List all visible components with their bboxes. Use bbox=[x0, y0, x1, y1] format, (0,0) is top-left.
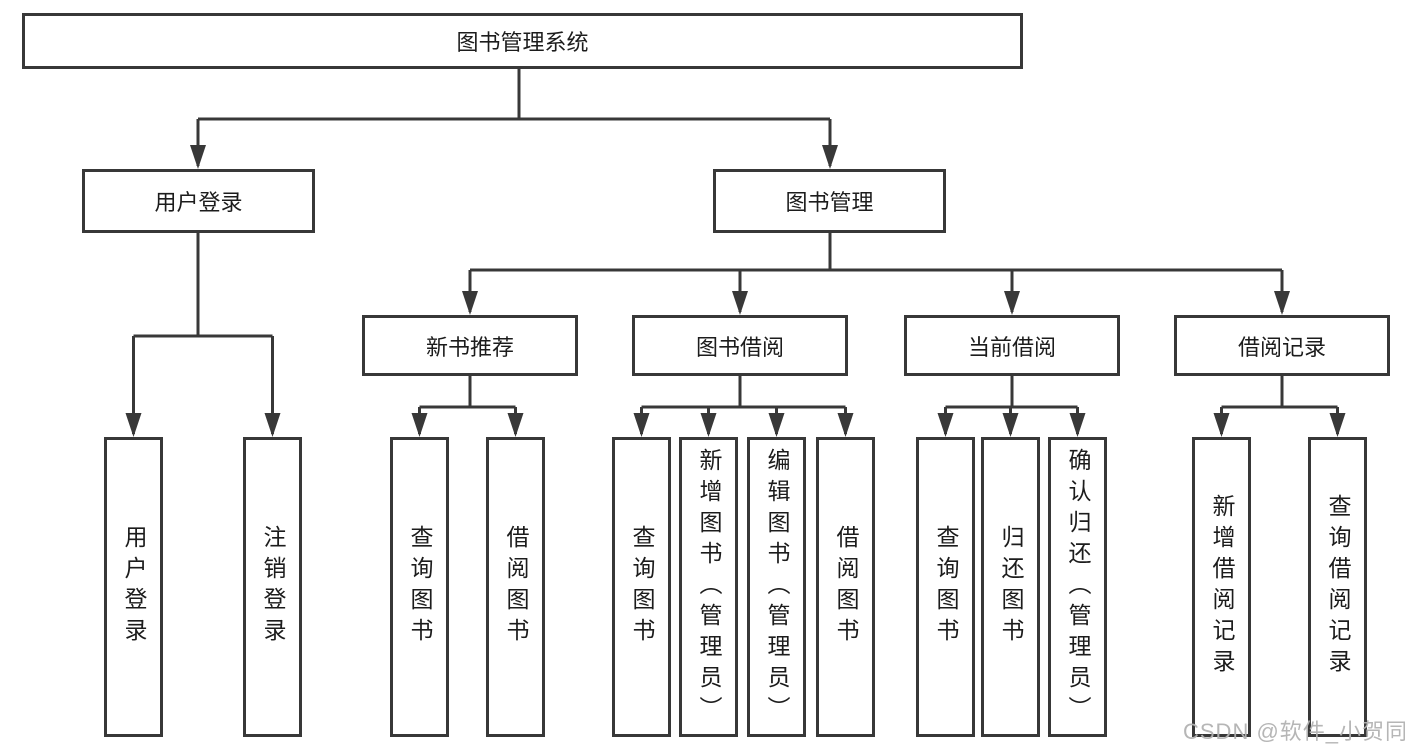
leaf-edit-book-admin: 编辑图书（管理员） bbox=[747, 437, 806, 737]
leaf-confirm-return-admin: 确认归还（管理员） bbox=[1048, 437, 1107, 737]
leaf-query-borrow-record: 查询借阅记录 bbox=[1308, 437, 1367, 737]
node-label: 图书管理系统 bbox=[456, 30, 589, 55]
leaf-borrow-book-recommend: 借阅图书 bbox=[486, 437, 545, 737]
node-label: 借阅图书 bbox=[833, 525, 859, 649]
arrow-down-icon bbox=[700, 413, 717, 437]
node-label: 用户登录 bbox=[154, 190, 243, 215]
node-label: 用户登录 bbox=[121, 525, 147, 649]
leaf-borrow-book: 借阅图书 bbox=[816, 437, 875, 737]
arrow-down-icon bbox=[1274, 291, 1290, 315]
leaf-return-book: 归还图书 bbox=[981, 437, 1040, 737]
node-new-book-recommend: 新书推荐 bbox=[362, 315, 578, 376]
node-borrow-records: 借阅记录 bbox=[1174, 315, 1390, 376]
node-current-borrow: 当前借阅 bbox=[904, 315, 1120, 376]
arrow-down-icon bbox=[1213, 413, 1230, 437]
node-label: 查询图书 bbox=[629, 525, 655, 649]
arrow-down-icon bbox=[125, 413, 142, 437]
node-book-borrow: 图书借阅 bbox=[632, 315, 848, 376]
arrow-down-icon bbox=[411, 413, 428, 437]
node-label: 编辑图书（管理员） bbox=[764, 447, 790, 727]
node-label: 图书管理 bbox=[785, 190, 874, 215]
node-book-management: 图书管理 bbox=[713, 169, 946, 233]
node-label: 当前借阅 bbox=[967, 334, 1056, 360]
arrow-down-icon bbox=[507, 413, 524, 437]
node-label: 图书借阅 bbox=[695, 334, 784, 360]
arrowhead-icons bbox=[125, 145, 1346, 437]
leaf-add-borrow-record: 新增借阅记录 bbox=[1192, 437, 1251, 737]
node-library-system: 图书管理系统 bbox=[22, 13, 1023, 69]
leaf-query-book-recommend: 查询图书 bbox=[390, 437, 449, 737]
leaf-user-login: 用户登录 bbox=[104, 437, 163, 737]
arrow-down-icon bbox=[837, 413, 854, 437]
arrow-down-icon bbox=[732, 291, 748, 315]
node-label: 新增借阅记录 bbox=[1209, 494, 1235, 680]
arrow-down-icon bbox=[1329, 413, 1346, 437]
node-label: 新增图书（管理员） bbox=[696, 447, 722, 727]
node-label: 归还图书 bbox=[998, 525, 1024, 649]
arrow-down-icon bbox=[462, 291, 478, 315]
node-label: 借阅图书 bbox=[503, 525, 529, 649]
node-label: 查询借阅记录 bbox=[1325, 494, 1351, 680]
node-label: 确认归还（管理员） bbox=[1065, 447, 1091, 727]
leaf-query-book-borrow: 查询图书 bbox=[612, 437, 671, 737]
leaf-query-book-current: 查询图书 bbox=[916, 437, 975, 737]
watermark: CSDN @软件_小贺同学 bbox=[1183, 719, 1405, 744]
node-label: 借阅记录 bbox=[1237, 334, 1326, 360]
connector-lines bbox=[132, 69, 1339, 434]
node-user-login: 用户登录 bbox=[82, 169, 315, 233]
arrow-down-icon bbox=[633, 413, 650, 437]
leaf-add-book-admin: 新增图书（管理员） bbox=[679, 437, 738, 737]
arrow-down-icon bbox=[1002, 413, 1019, 437]
arrow-down-icon bbox=[937, 413, 954, 437]
leaf-logout: 注销登录 bbox=[243, 437, 302, 737]
node-label: 注销登录 bbox=[260, 525, 286, 649]
node-label: 查询图书 bbox=[407, 525, 433, 649]
node-label: 新书推荐 bbox=[425, 334, 514, 360]
arrow-down-icon bbox=[822, 145, 838, 169]
arrow-down-icon bbox=[190, 145, 206, 169]
arrow-down-icon bbox=[1004, 291, 1020, 315]
arrow-down-icon bbox=[264, 413, 281, 437]
arrow-down-icon bbox=[768, 413, 785, 437]
arrow-down-icon bbox=[1069, 413, 1086, 437]
node-label: 查询图书 bbox=[933, 525, 959, 649]
